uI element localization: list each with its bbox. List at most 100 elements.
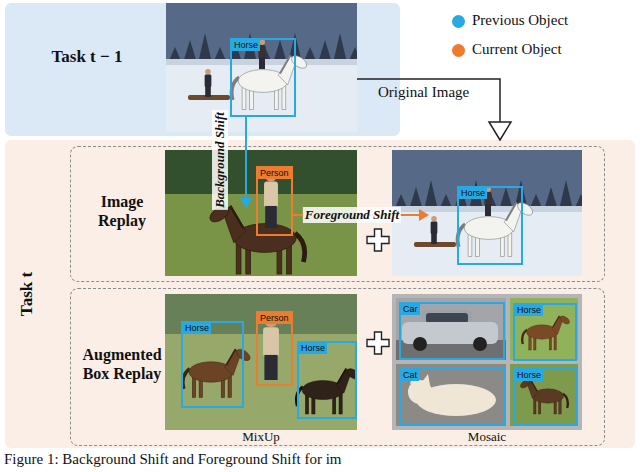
plus-sign [367, 332, 389, 354]
mixup-photo [165, 294, 357, 430]
box-tag: Horse [299, 343, 327, 354]
legend-swatch [452, 44, 465, 57]
shape [392, 150, 582, 276]
mosaic-photo [392, 294, 582, 430]
shape [166, 3, 357, 132]
arrow-head [419, 209, 429, 221]
shape [396, 364, 506, 426]
tree [333, 33, 347, 63]
horse-mane [280, 55, 290, 73]
shape [510, 298, 578, 360]
bounding-box: Horse [230, 38, 296, 117]
shape [392, 208, 582, 276]
horse-leg [554, 334, 556, 350]
person-figure [431, 216, 438, 244]
shape [165, 294, 357, 430]
wheel [473, 337, 487, 351]
snow-photo [166, 3, 357, 132]
note-label: Original Image [378, 84, 469, 101]
group-label: Image Replay [79, 192, 165, 230]
bounding-box: Horse [181, 321, 244, 408]
box-tag: Person [258, 313, 291, 324]
task-band-ground [5, 140, 635, 448]
shape [392, 294, 582, 430]
box-tag: Horse [459, 188, 487, 199]
horse-leg [282, 85, 286, 110]
shift-label: Foreground Shift [303, 207, 401, 223]
box-tag: Person [258, 168, 291, 179]
horse-leg [534, 398, 536, 414]
horse-figure [519, 378, 568, 414]
horse-leg [228, 375, 231, 397]
horse-figure [232, 53, 309, 109]
person-figure [205, 69, 212, 97]
original-image-arrow [357, 79, 500, 122]
horse-mane [506, 202, 516, 220]
background-shift-arrow [245, 117, 247, 199]
task-band: Task tImage ReplayPersonHorseAugmented B… [5, 140, 635, 448]
horse-figure [183, 347, 252, 397]
bounding-box: Cat [399, 368, 505, 426]
shape [166, 61, 357, 132]
legend-entry: Current Object [450, 41, 630, 61]
horse-head [515, 200, 534, 218]
arrow-head [240, 198, 252, 208]
horse-mane [337, 368, 346, 383]
box-tag: Horse [515, 370, 543, 381]
person-legs [259, 58, 265, 69]
legend-text: Previous Object [472, 12, 568, 29]
person-head [205, 69, 211, 75]
panel-label: Mosaic [468, 429, 506, 445]
bounding-box: Car [399, 302, 505, 360]
shape [165, 150, 357, 194]
legend-text: Current Object [472, 41, 562, 58]
shift-label: Background Shift [212, 110, 228, 210]
horse-leg [508, 232, 512, 257]
horse-figure [522, 314, 571, 350]
person-legs [431, 233, 437, 244]
panel-label: MixUp [242, 429, 280, 445]
person-body [264, 182, 278, 208]
person-legs [485, 205, 491, 216]
group-label: Augmented Box Replay [79, 345, 165, 383]
wheel [413, 337, 427, 351]
box-tag: Horse [232, 40, 260, 51]
horse-head [559, 314, 571, 325]
horse-leg [339, 393, 342, 414]
legend-swatch [452, 15, 465, 28]
shape [510, 364, 578, 426]
shape [426, 313, 468, 323]
person-legs [205, 86, 211, 97]
tree [559, 180, 573, 210]
horse-figure [458, 200, 535, 256]
person-body [205, 75, 212, 88]
horse-leg [236, 243, 241, 274]
bounding-box: Horse [513, 303, 577, 361]
person-body [431, 222, 438, 235]
legend-entry: Previous Object [450, 12, 630, 32]
band-title: Task t − 1 [17, 47, 157, 67]
shape [396, 298, 506, 360]
person-head [431, 216, 437, 222]
bounding-box: Horse [457, 186, 523, 265]
horse-head [289, 53, 308, 71]
bounding-box: Horse [297, 341, 357, 419]
shape [165, 294, 357, 430]
box-tag: Horse [515, 305, 543, 316]
task-band-ground [5, 3, 400, 136]
snow-photo [392, 150, 582, 276]
horse-mane [553, 316, 560, 327]
box-tag: Car [401, 304, 420, 315]
box-tag: Horse [183, 323, 211, 334]
bounding-box: Person [256, 311, 293, 386]
band-title: Task t [17, 272, 37, 316]
box-tag: Cat [401, 370, 419, 381]
horse-mane [226, 349, 235, 365]
person-body [263, 327, 279, 357]
figure-caption: Figure 1: Background Shift and Foregroun… [4, 451, 341, 468]
horse-mane [531, 380, 538, 391]
task-band: Task t − 1 Horse [5, 3, 400, 136]
bounding-box: Person [256, 166, 293, 236]
